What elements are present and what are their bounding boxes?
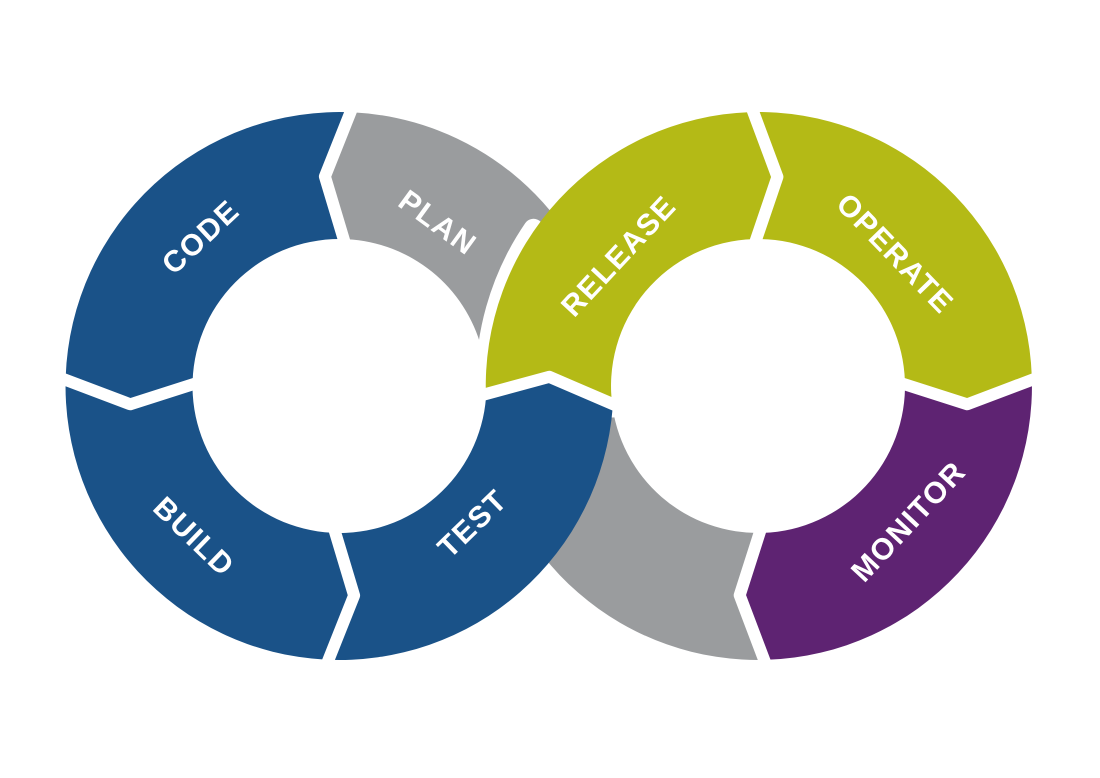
segment-build: [65, 376, 355, 660]
segment-test: [325, 376, 613, 660]
segment-release: [485, 112, 778, 408]
chevron-divider-test-release-icon: [470, 370, 629, 415]
segment-operate: [749, 111, 1032, 405]
segment-monitor: [739, 376, 1032, 660]
chevron-divider-code-build-icon: [49, 370, 209, 411]
chevron-divider-plan-code-icon: [318, 96, 361, 256]
chevron-divider-build-test-icon: [318, 516, 361, 676]
chevron-divider-operate-monitor-icon: [888, 370, 1048, 411]
chevron-divider-monitor-handoff-icon: [733, 516, 774, 676]
chevron-divider-release-operate-icon: [743, 96, 784, 253]
segment-code: [65, 112, 354, 405]
